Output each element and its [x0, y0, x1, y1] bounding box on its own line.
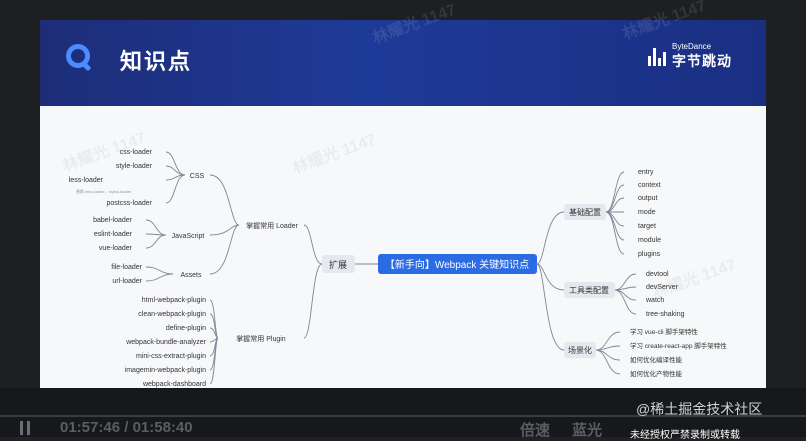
leaf-item[interactable]: postcss-loader	[106, 200, 152, 207]
right-group-node[interactable]	[564, 282, 615, 298]
leaf-item[interactable]: mini-css-extract-plugin	[136, 353, 206, 360]
current-time: 01:57:46	[60, 419, 121, 436]
leaf-item[interactable]: mode	[638, 209, 656, 216]
leaf-item[interactable]: 学习 create-react-app 脚手架特性	[630, 341, 727, 350]
root-node-label: 【新手向】Webpack 关键知识点	[385, 258, 529, 271]
brand-name-en: ByteDance	[672, 42, 712, 51]
leaf-item[interactable]: devServer	[646, 284, 679, 291]
hub-node[interactable]	[322, 255, 355, 273]
js-subgroup-label[interactable]: JavaScript	[172, 233, 205, 240]
leaf-item[interactable]: tree-shaking	[646, 311, 685, 318]
assets-subgroup-label[interactable]: Assets	[180, 272, 202, 279]
leaf-item[interactable]: css-loader	[120, 149, 153, 156]
leaf-item[interactable]: webpack-dashboard	[142, 381, 206, 388]
progress-track[interactable]	[0, 415, 806, 417]
css-subgroup-label[interactable]: CSS	[190, 173, 205, 180]
leaf-item[interactable]: define-plugin	[166, 325, 206, 332]
right-group-label: 工具类配置	[569, 285, 609, 295]
pause-icon[interactable]	[20, 421, 32, 435]
leaf-item[interactable]: vue-loader	[99, 245, 133, 252]
hub-node-label: 扩展	[329, 259, 347, 270]
root-node[interactable]	[378, 254, 537, 274]
leaf-note: 替换 less-loader、stylus-loader	[76, 188, 132, 194]
leaf-item[interactable]: style-loader	[116, 163, 153, 170]
leaf-item[interactable]: entry	[638, 169, 654, 176]
mindmap: 【新手向】Webpack 关键知识点 扩展 掌握常用 Loader 掌握常用 P…	[69, 149, 728, 388]
slide-title: 知识点	[120, 49, 193, 74]
leaf-item[interactable]: babel-loader	[93, 217, 133, 224]
copyright-notice: 未经授权严禁录制或转载	[630, 430, 740, 441]
leaf-item[interactable]: output	[638, 195, 658, 202]
speed-button[interactable]: 倍速	[520, 422, 551, 439]
time-display: 01:57:46 / 01:58:40	[60, 419, 193, 436]
leaf-item[interactable]: watch	[645, 297, 664, 304]
slide: 知识点 ByteDance 字节跳动	[40, 20, 766, 388]
leaf-item[interactable]: html-webpack-plugin	[142, 297, 206, 304]
bytedance-logo-icon	[648, 48, 668, 66]
loader-group-label[interactable]: 掌握常用 Loader	[246, 221, 298, 230]
slide-header: 知识点 ByteDance 字节跳动	[40, 20, 766, 106]
leaf-item[interactable]: clean-webpack-plugin	[138, 311, 206, 318]
player-bar	[0, 388, 806, 437]
course-logo-icon	[66, 44, 90, 68]
leaf-item[interactable]: eslint-loader	[94, 231, 133, 238]
time-separator: /	[124, 419, 129, 436]
leaf-item[interactable]: target	[638, 223, 656, 230]
right-group-node[interactable]	[564, 342, 596, 358]
leaf-item[interactable]: devtool	[646, 271, 669, 278]
plugin-group-label[interactable]: 掌握常用 Plugin	[236, 334, 286, 343]
right-group-label: 基础配置	[569, 207, 601, 217]
leaf-item[interactable]: webpack-bundle-analyzer	[125, 339, 206, 346]
leaf-item[interactable]: imagemin-webpack-plugin	[125, 367, 206, 374]
leaf-item[interactable]: file-loader	[111, 264, 142, 271]
total-time: 01:58:40	[132, 419, 193, 436]
slide-body: 【新手向】Webpack 关键知识点 扩展 掌握常用 Loader 掌握常用 P…	[40, 106, 766, 388]
right-group-label: 场景化	[568, 345, 592, 355]
leaf-item[interactable]: module	[638, 237, 661, 244]
leaf-item[interactable]: 如何优化编译性能	[630, 355, 683, 364]
right-group-node[interactable]	[564, 204, 606, 220]
juejin-watermark: @稀土掘金技术社区	[636, 401, 763, 417]
leaf-item[interactable]: 学习 vue-cli 脚手架特性	[630, 327, 698, 336]
leaf-item[interactable]: url-loader	[112, 278, 142, 285]
quality-button[interactable]: 蓝光	[572, 422, 603, 439]
leaf-item[interactable]: 如何优化产物性能	[630, 369, 683, 378]
leaf-item[interactable]: less-loader	[69, 177, 104, 184]
leaf-item[interactable]: plugins	[638, 251, 661, 258]
brand-name-cn: 字节跳动	[672, 53, 732, 69]
leaf-item[interactable]: context	[638, 182, 661, 189]
